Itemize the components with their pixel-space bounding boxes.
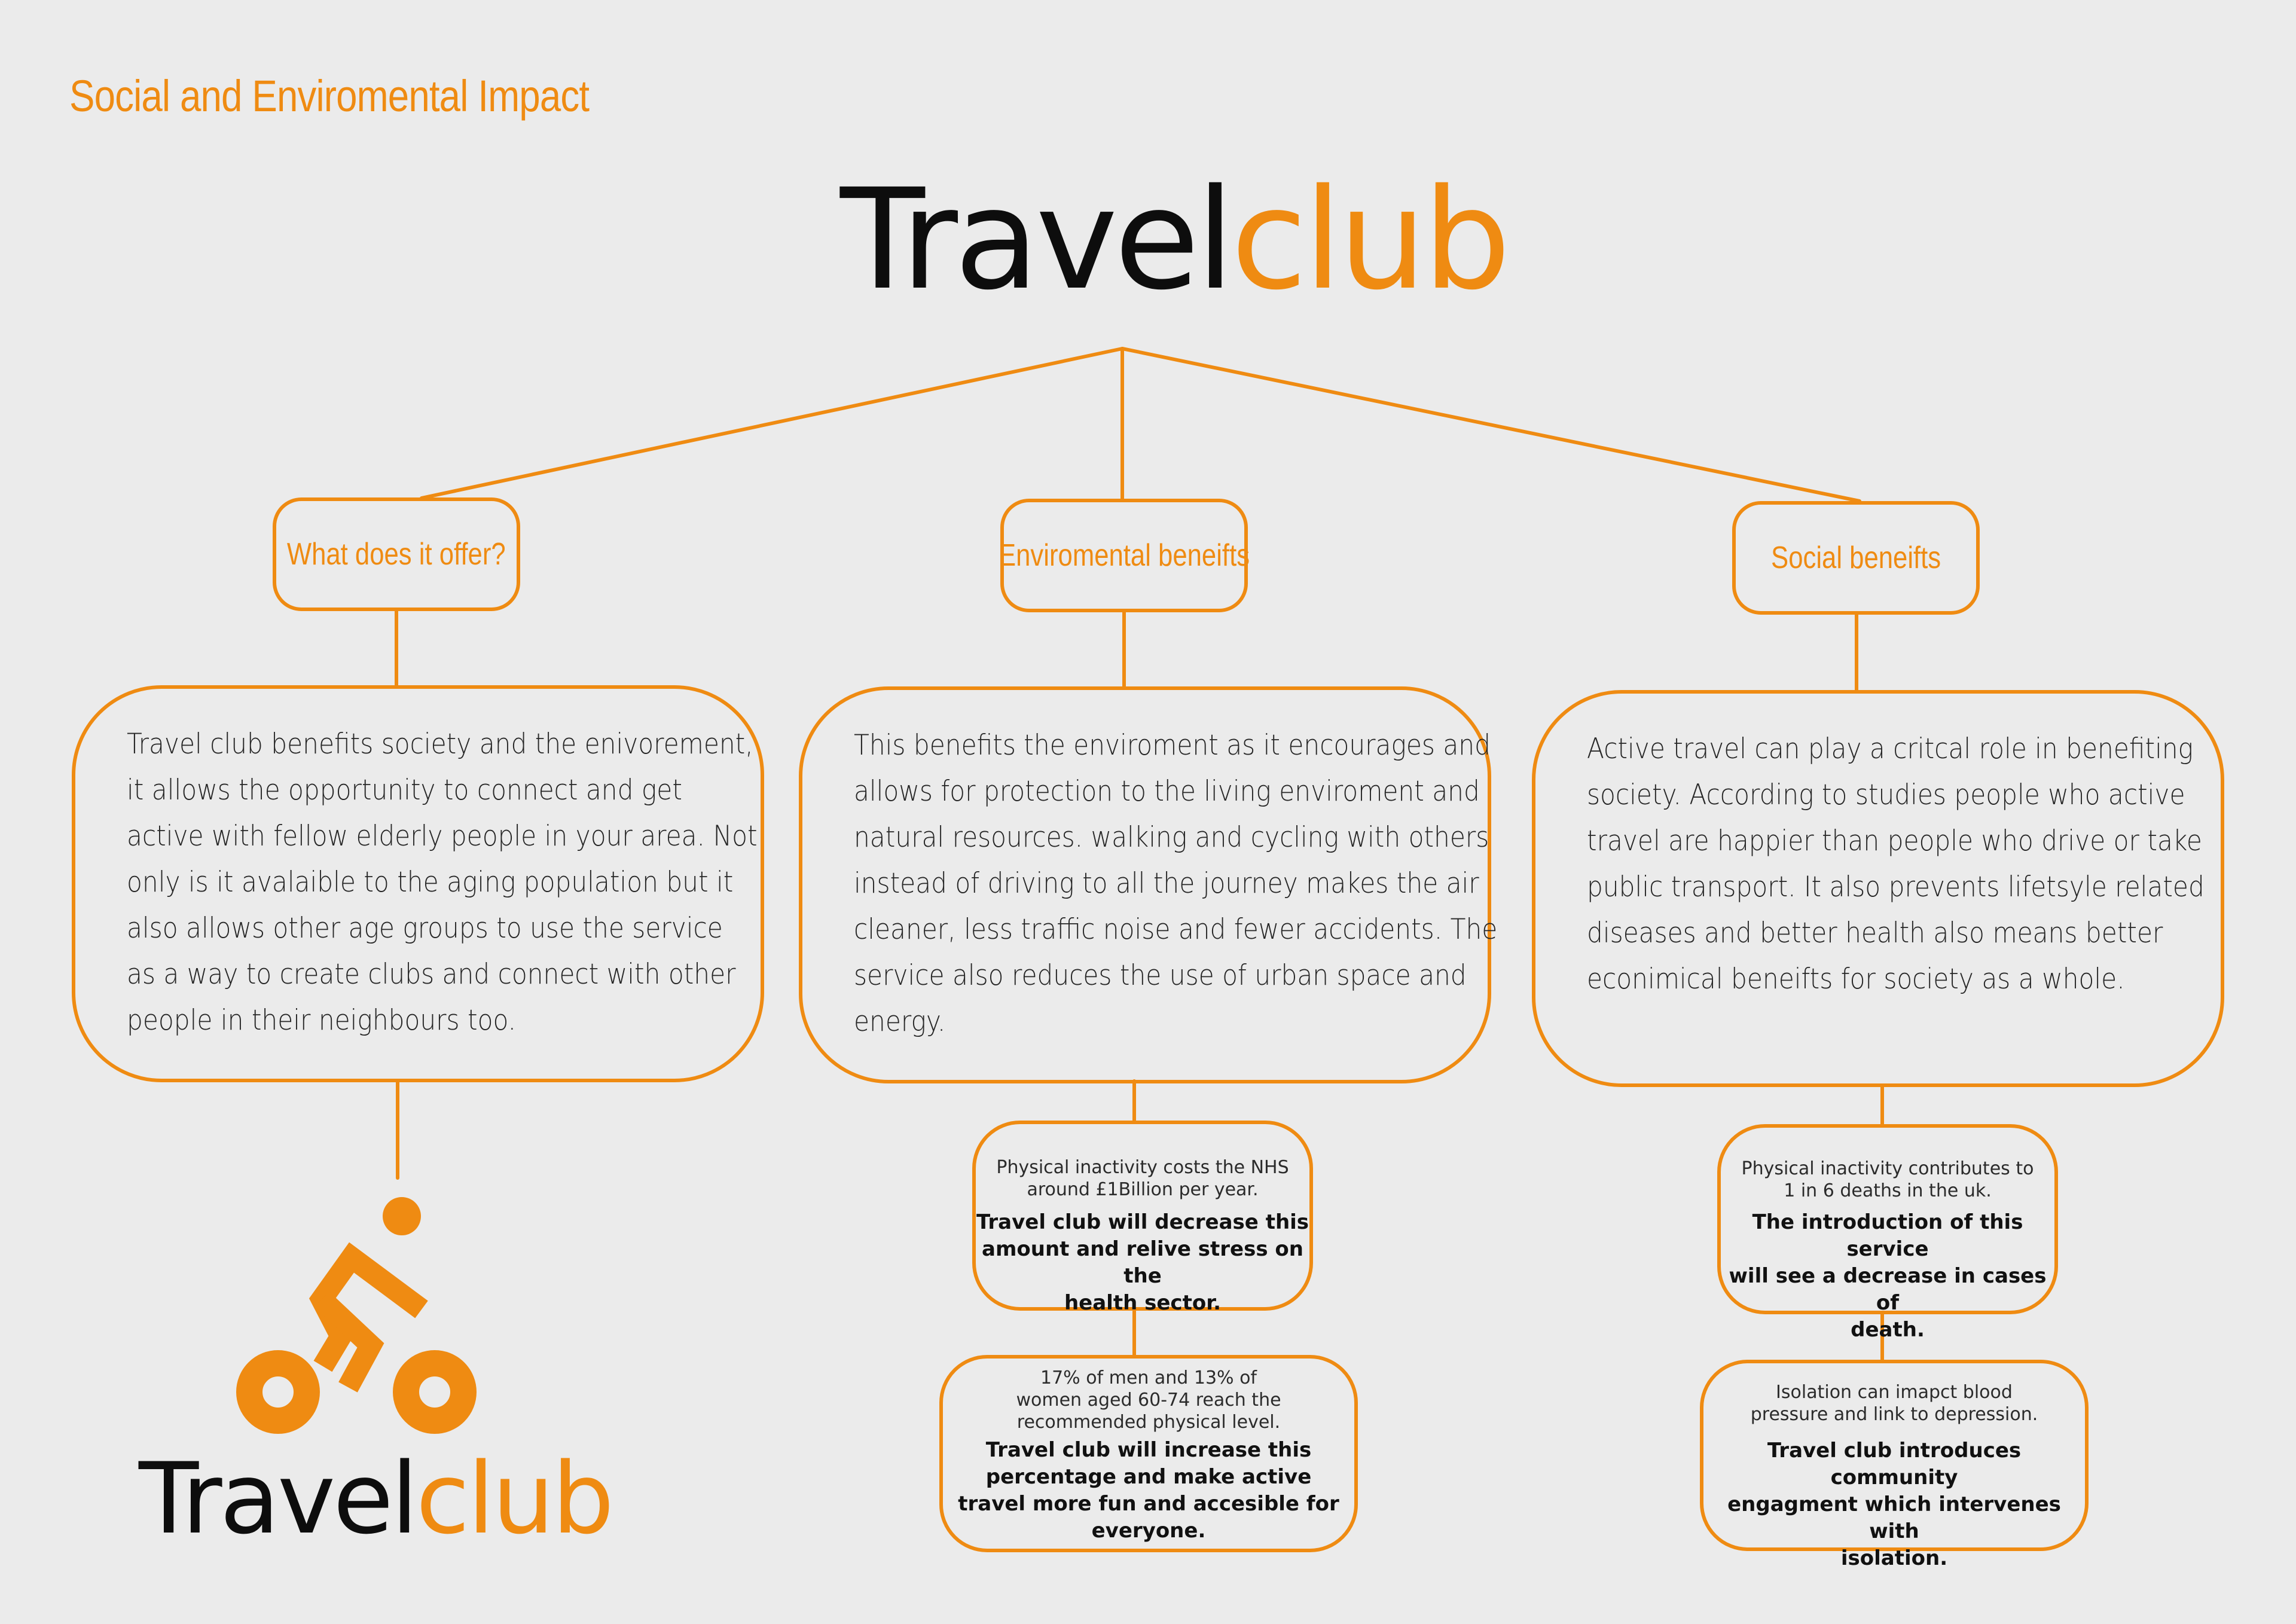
- offer-line: people in their neighbours too.: [127, 1004, 517, 1037]
- offer-description-box: Travel club benefits society and the eni…: [72, 685, 764, 1082]
- header-environmental-benefits: Enviromental beneifts: [999, 499, 1250, 612]
- environmental-line: cleaner, less traffic noise and fewer ac…: [854, 913, 1498, 946]
- environmental-line: allows for protection to the living envi…: [854, 775, 1480, 808]
- environmental-line: This benefits the enviroment as it encou…: [854, 729, 1491, 762]
- social-line: society. According to studies people who…: [1587, 779, 2185, 811]
- fact-stat: Isolation can imapct blood pressure and …: [1750, 1382, 2038, 1425]
- offer-line: active with fellow elderly people in you…: [127, 820, 758, 853]
- main-title-travel: Travel: [840, 159, 1235, 320]
- fact-claim: Travel club will decrease this amount an…: [976, 1210, 1309, 1315]
- offer-line: it allows the opportunity to connect and…: [127, 774, 682, 807]
- fact-stat: Physical inactivity contributes to 1 in …: [1741, 1158, 2034, 1201]
- logo-travel: Travel: [139, 1442, 419, 1556]
- social-line: travel are happier than people who drive…: [1587, 825, 2202, 857]
- header-social-benefits: Social beneifts: [1732, 501, 1980, 615]
- page-title: Social and Enviromental Impact: [69, 71, 590, 121]
- social-line: diseases and better health also means be…: [1587, 917, 2163, 950]
- offer-line: as a way to create clubs and connect wit…: [127, 958, 736, 991]
- header-what-does-it-offer: What does it offer?: [273, 497, 520, 611]
- cyclist-icon: [236, 1197, 477, 1434]
- fact-claim: The introduction of this service will se…: [1729, 1210, 2047, 1342]
- fact-physical-level: 17% of men and 13% of women aged 60-74 r…: [939, 1355, 1358, 1552]
- logo-wordmark: Travelclub: [139, 1450, 614, 1548]
- fact-claim: Travel club will increase this percentag…: [958, 1438, 1339, 1543]
- fact-claim: Travel club introduces community engagme…: [1727, 1439, 2061, 1570]
- fact-deaths: Physical inactivity contributes to 1 in …: [1717, 1124, 2058, 1342]
- social-description-box: Active travel can play a critcal role in…: [1532, 690, 2224, 1087]
- offer-line: only is it avalaible to the aging popula…: [127, 866, 734, 899]
- main-title: Travelclub: [840, 170, 1511, 309]
- environmental-line: energy.: [854, 1005, 946, 1038]
- environmental-line: service also reduces the use of urban sp…: [854, 959, 1467, 992]
- social-line: econimical beneifts for society as a who…: [1587, 963, 2125, 996]
- fact-stat: 17% of men and 13% of women aged 60-74 r…: [1016, 1367, 1281, 1433]
- logo-club: club: [416, 1442, 615, 1556]
- social-line: Active travel can play a critcal role in…: [1587, 732, 2194, 765]
- environmental-line: instead of driving to all the journey ma…: [854, 867, 1479, 900]
- offer-line: also allows other age groups to use the …: [127, 912, 723, 945]
- fact-isolation: Isolation can imapct blood pressure and …: [1700, 1360, 2089, 1570]
- environmental-description-box: This benefits the enviroment as it encou…: [799, 686, 1498, 1083]
- fact-stat: Physical inactivity costs the NHS around…: [996, 1157, 1289, 1200]
- fact-nhs-cost: Physical inactivity costs the NHS around…: [972, 1121, 1313, 1315]
- environmental-line: natural resources. walking and cycling w…: [854, 821, 1489, 854]
- social-line: public transport. It also prevents lifet…: [1587, 871, 2205, 903]
- main-title-club: club: [1231, 159, 1511, 320]
- offer-line: Travel club benefits society and the eni…: [127, 728, 753, 761]
